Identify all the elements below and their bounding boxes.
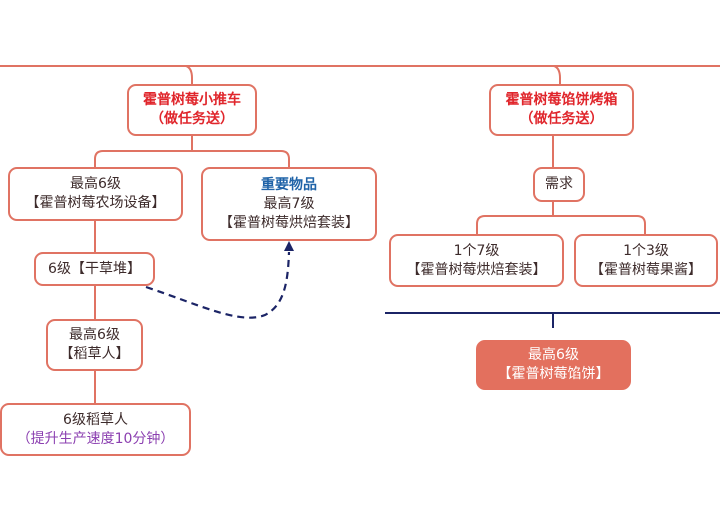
node-req-jam: 1个3级 【霍普树莓果酱】 [574,234,718,287]
node-scarecrow-lv6-name: 6级稻草人 [63,411,128,428]
node-result-pie-level: 最高6级 [528,347,579,363]
node-requirement-label: 需求 [545,176,573,192]
node-farm-equipment: 最高6级 【霍普树莓农场设备】 [8,167,183,221]
node-req-jam-name: 【霍普树莓果酱】 [590,261,702,278]
node-hopberry-cart-subtitle: （做任务送） [150,111,234,127]
node-req-baking-set-qty: 1个7级 [453,242,500,259]
node-important-item: 重要物品 最高7级 【霍普树莓烘焙套装】 [201,167,377,241]
node-result-pie: 最高6级 【霍普树莓馅饼】 [476,340,631,390]
node-pie-oven-title: 霍普树莓馅饼烤箱 [505,92,618,108]
navy-divider-line [385,312,720,328]
right-root-connector [553,65,561,84]
node-haystack: 6级【干草堆】 [34,252,155,286]
node-scarecrow: 最高6级 【稻草人】 [46,319,143,371]
node-scarecrow-level: 最高6级 [69,327,120,343]
node-important-item-level: 最高7级 [263,195,315,212]
left-root-connector [185,65,193,84]
node-scarecrow-name: 【稻草人】 [59,346,130,362]
node-scarecrow-lv6: 6级稻草人 （提升生产速度10分钟） [0,403,191,456]
node-important-item-name: 【霍普树莓烘焙套装】 [219,214,359,231]
node-haystack-label: 6级【干草堆】 [48,260,141,277]
dashed-arrow-head [284,241,294,251]
node-pie-oven-subtitle: （做任务送） [519,111,604,127]
node-requirement: 需求 [533,167,585,202]
node-hopberry-cart-title: 霍普树莓小推车 [143,92,241,108]
node-farm-equipment-level: 最高6级 [70,176,121,192]
requirement-children-connector [476,202,646,234]
node-req-baking-set: 1个7级 【霍普树莓烘焙套装】 [389,234,564,287]
node-req-baking-set-name: 【霍普树莓烘焙套装】 [406,261,547,278]
left-root-children-connector [94,136,290,167]
node-hopberry-cart: 霍普树莓小推车 （做任务送） [127,84,257,136]
node-result-pie-name: 【霍普树莓馅饼】 [497,366,610,382]
dashed-arrow-line [145,251,291,319]
node-important-item-label: 重要物品 [261,176,317,193]
node-farm-equipment-name: 【霍普树莓农场设备】 [25,195,166,211]
node-scarecrow-lv6-effect: （提升生产速度10分钟） [16,430,175,447]
node-pie-oven: 霍普树莓馅饼烤箱 （做任务送） [489,84,634,136]
node-req-jam-qty: 1个3级 [623,242,669,259]
